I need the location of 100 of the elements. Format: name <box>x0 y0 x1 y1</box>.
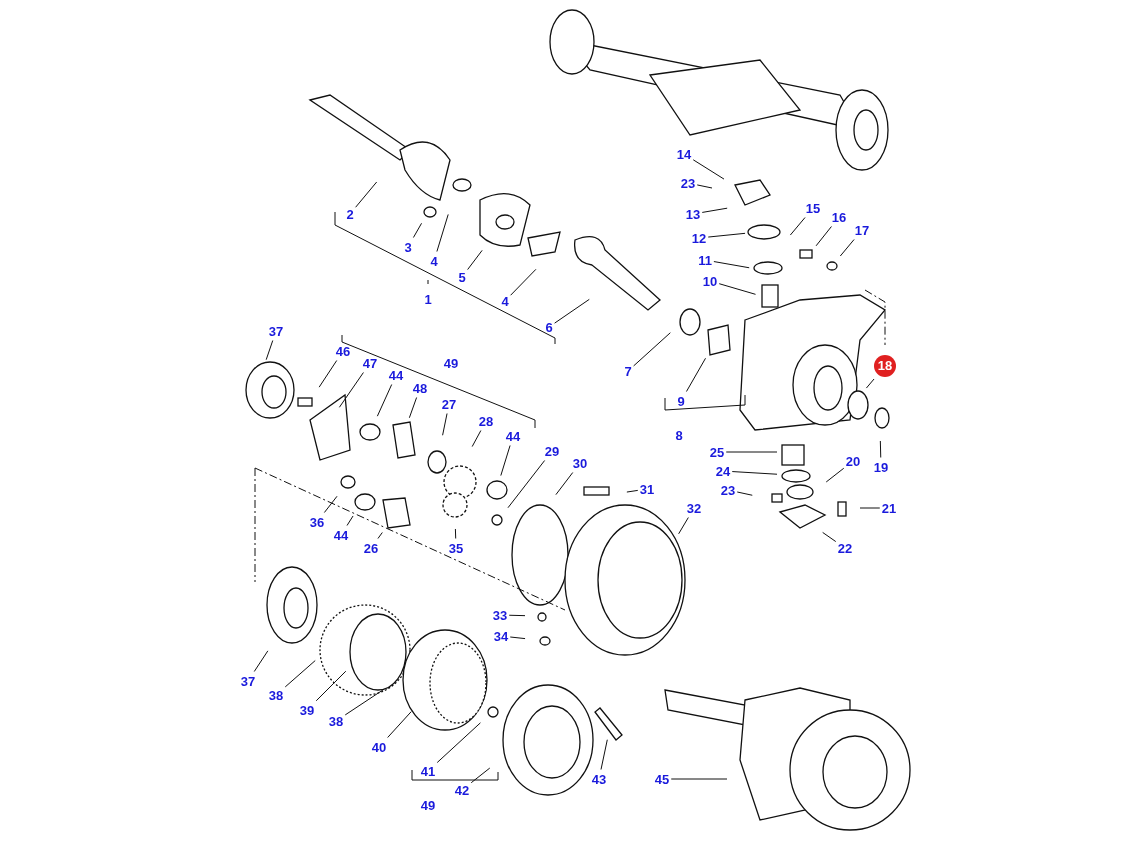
leader-line <box>825 467 845 483</box>
leader-line <box>467 249 483 271</box>
callout-number: 37 <box>240 673 256 689</box>
callout-number: 27 <box>441 396 457 412</box>
callout-number: 1 <box>424 291 432 307</box>
callout-number: 47 <box>362 355 378 371</box>
callout-number: 21 <box>881 500 897 516</box>
callout-number: 2 <box>346 206 354 222</box>
leader-line <box>718 283 756 295</box>
leader-line <box>318 360 338 388</box>
leader-line <box>555 472 574 496</box>
leader-line <box>707 232 746 238</box>
callout-number: 46 <box>335 343 351 359</box>
leader-line <box>355 181 378 208</box>
leader-line <box>315 670 347 702</box>
callout-number: 22 <box>837 540 853 556</box>
callout-number: 16 <box>831 209 847 225</box>
callout-number: 23 <box>680 175 696 191</box>
leader-line <box>815 226 832 247</box>
leader-line <box>507 460 546 509</box>
leader-line <box>408 397 418 419</box>
callout-number: 19 <box>873 459 889 475</box>
leader-line <box>436 722 481 763</box>
leader-line <box>670 778 728 780</box>
leader-line <box>839 239 855 257</box>
leader-line <box>865 378 875 389</box>
callout-number: 38 <box>328 713 344 729</box>
callout-number: 44 <box>505 428 521 444</box>
callout-number: 33 <box>492 607 508 623</box>
leader-line <box>412 222 423 238</box>
leader-line <box>713 261 750 269</box>
callout-number: 30 <box>572 455 588 471</box>
callout-number: 45 <box>654 771 670 787</box>
callout-number: 49 <box>420 797 436 813</box>
leader-line <box>510 268 537 296</box>
leader-line <box>633 332 671 367</box>
leader-line <box>554 298 590 324</box>
leader-line <box>344 688 385 716</box>
callout-number: 15 <box>805 200 821 216</box>
callout-number: 26 <box>363 540 379 556</box>
callout-number: 25 <box>709 444 725 460</box>
leader-line <box>377 532 383 539</box>
callout-number: 14 <box>676 146 692 162</box>
callout-number: 35 <box>448 540 464 556</box>
leader-line <box>822 531 837 543</box>
callout-number: 12 <box>691 230 707 246</box>
leader-line <box>471 430 482 448</box>
callout-number: 31 <box>639 481 655 497</box>
leader-line <box>879 440 882 458</box>
callout-number: 8 <box>675 427 683 443</box>
leader-line <box>442 413 448 436</box>
callout-number: 43 <box>591 771 607 787</box>
leader-line <box>731 471 778 475</box>
leader-line <box>253 650 269 672</box>
leader-line <box>454 528 457 539</box>
callout-number: 38 <box>268 687 284 703</box>
leader-line <box>678 517 689 535</box>
callout-number: 44 <box>388 367 404 383</box>
callout-number: 23 <box>720 482 736 498</box>
leader-line <box>470 767 491 784</box>
leader-line <box>736 491 753 496</box>
leader-line <box>284 660 316 688</box>
callout-number: 39 <box>299 702 315 718</box>
callout-number: 6 <box>545 319 553 335</box>
callout-number: 48 <box>412 380 428 396</box>
leader-line <box>789 217 806 236</box>
leader-line <box>265 340 274 361</box>
leader-line <box>387 711 412 738</box>
callout-number: 18 <box>874 355 896 377</box>
leader-line <box>859 507 881 509</box>
callout-number: 17 <box>854 222 870 238</box>
callout-number: 32 <box>686 500 702 516</box>
callout-number: 34 <box>493 628 509 644</box>
leader-line <box>725 451 778 453</box>
callout-number: 40 <box>371 739 387 755</box>
callout-number: 29 <box>544 443 560 459</box>
callout-number: 44 <box>333 527 349 543</box>
leader-line <box>500 445 511 477</box>
leader-line <box>685 357 707 392</box>
callout-number: 37 <box>268 323 284 339</box>
callout-number: 7 <box>624 363 632 379</box>
callout-number: 4 <box>501 293 509 309</box>
leader-line <box>346 515 354 526</box>
callout-number: 28 <box>478 413 494 429</box>
callout-number: 36 <box>309 514 325 530</box>
callout-number: 9 <box>677 393 685 409</box>
callout-number: 3 <box>404 239 412 255</box>
leader-line <box>509 636 526 640</box>
leader-line <box>696 184 713 189</box>
callout-number: 41 <box>420 763 436 779</box>
callout-number: 5 <box>458 269 466 285</box>
leader-line <box>338 372 364 408</box>
leader-line <box>692 159 725 180</box>
leader-line <box>436 213 449 252</box>
leader-line <box>701 207 728 213</box>
callout-number: 24 <box>715 463 731 479</box>
callout-number: 13 <box>685 206 701 222</box>
leader-line <box>600 739 608 770</box>
leader-line <box>376 384 393 417</box>
callout-number: 42 <box>454 782 470 798</box>
